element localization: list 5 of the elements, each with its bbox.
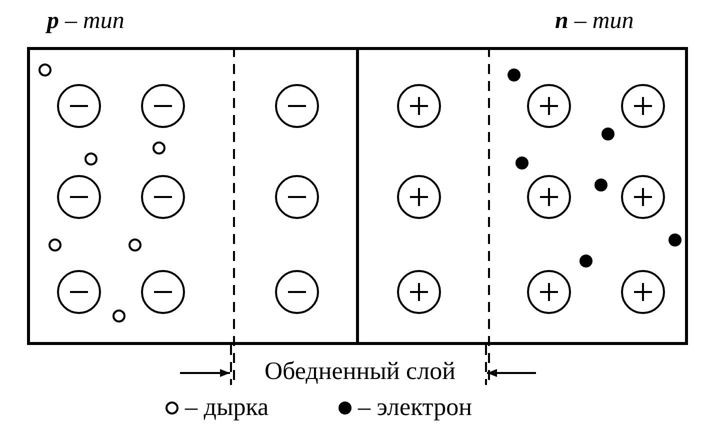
legend-text: – электрон <box>358 393 472 423</box>
depletion-layer-label: Обедненный слой <box>263 357 457 387</box>
legend-text: – дырка <box>185 393 269 423</box>
region-label: p – тип <box>47 7 124 36</box>
region-label: n – тип <box>555 7 634 36</box>
